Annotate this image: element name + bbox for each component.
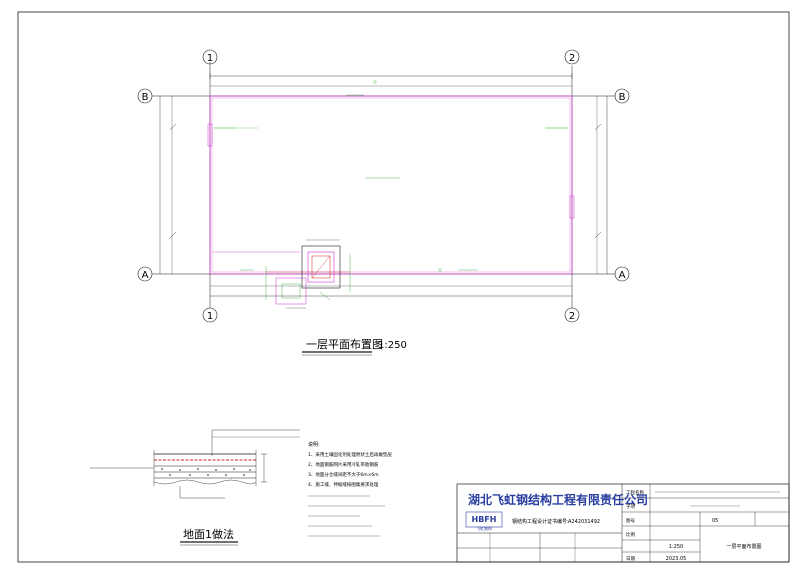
detail-title: 地面1做法 — [183, 527, 234, 541]
drawing-no-label: 图号 — [626, 518, 635, 524]
svg-text:B: B — [142, 92, 149, 103]
logo-subtext: 飞虹钢构 — [476, 525, 492, 531]
detail-notes-title: 说明: — [308, 441, 320, 448]
entrance-annex — [212, 239, 351, 309]
svg-text:B: B — [619, 92, 626, 103]
building-outline — [209, 95, 573, 275]
company-name: 湖北飞虹钢结构工程有限责任公司 — [468, 492, 648, 507]
detail-note-2: 2、地面钢筋网片采用冷轧带肋钢筋 — [308, 461, 379, 468]
axis-bubble-2-bottom: 2 — [564, 307, 580, 323]
svg-text:1: 1 — [207, 311, 213, 322]
detail-note-3: 3、地面分仓缝间距不大于6m×6m — [308, 471, 379, 478]
date-value: 2023.05 — [666, 556, 687, 562]
svg-text:A: A — [619, 270, 626, 281]
title-block: 湖北飞虹钢结构工程有限责任公司 HBFH 飞虹钢构 钢结构工程设计证书编号: A… — [456, 483, 790, 563]
svg-text:1: 1 — [207, 53, 213, 64]
drawing-no: 05 — [712, 518, 718, 524]
axis-bubble-b-left: B — [137, 88, 153, 104]
company-logo — [465, 511, 503, 528]
item-label: 子项 — [626, 503, 635, 510]
svg-text:A: A — [142, 270, 149, 281]
axis-bubble-a-left: A — [137, 266, 153, 282]
building-inner-outline — [211, 97, 571, 273]
cert-label: 钢结构工程设计证书编号: — [512, 518, 569, 525]
scale-value: 1:250 — [669, 544, 683, 550]
sheet-border — [17, 11, 790, 563]
detail-note-1: 1、采用土壤固化剂处理原状土后再做垫层 — [308, 451, 392, 458]
date-label: 日期 — [626, 556, 635, 562]
drawing-title: 一层平面布置图 — [726, 543, 761, 550]
cert-number: A242031492 — [568, 519, 600, 525]
detail-note-4: 4、施工缝、伸缩缝按图集要求处理 — [308, 481, 379, 488]
floor-section-detail: 说明: 1、采用土壤固化剂处理原状土后再做垫层 2、地面钢筋网片采用冷轧带肋钢筋… — [90, 429, 392, 546]
axis-bubble-a-right: A — [614, 266, 630, 282]
axis-bubble-1-bottom: 1 — [202, 307, 218, 323]
plan-scale: 1:250 — [378, 340, 407, 351]
floor-plan: 1 2 1 2 B B A A 一层平面布置图 — [137, 49, 630, 356]
axis-bubble-2-top: 2 — [564, 49, 580, 65]
svg-text:2: 2 — [569, 311, 575, 322]
svg-text:2: 2 — [569, 53, 575, 64]
scale-label: 比例 — [626, 531, 635, 538]
project-label: 工程名称 — [626, 489, 644, 496]
plan-title: 一层平面布置图 — [306, 338, 383, 351]
axis-bubble-b-right: B — [614, 88, 630, 104]
logo-text: HBFH — [472, 515, 497, 524]
axis-bubble-1-top: 1 — [202, 49, 218, 66]
